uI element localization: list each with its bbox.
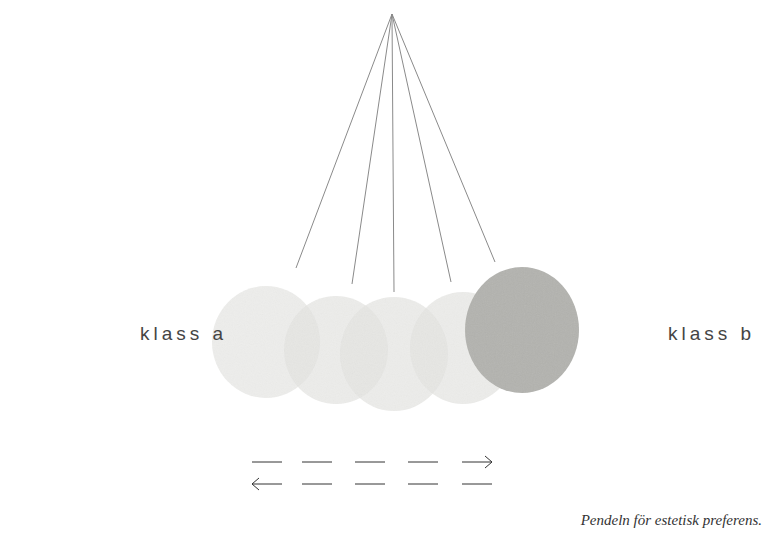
pendulum-bobs	[212, 267, 579, 411]
figure-caption: Pendeln för estetisk preferens.	[581, 513, 762, 528]
side-label: klass a	[140, 324, 227, 343]
pendulum-strings	[296, 14, 495, 292]
side-label: klass b	[668, 324, 755, 343]
swing-arrows	[252, 456, 492, 490]
